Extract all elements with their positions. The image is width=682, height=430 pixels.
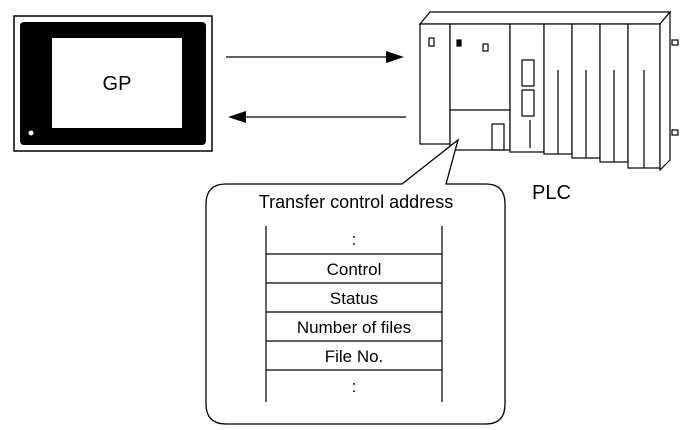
gp-indicator-led bbox=[28, 130, 34, 136]
plc-io-modules bbox=[509, 23, 661, 169]
plc-cpu-led bbox=[456, 39, 462, 47]
callout-title: Transfer control address bbox=[259, 192, 453, 212]
table-row-status: Status bbox=[330, 289, 378, 308]
table-row-file-no: File No. bbox=[325, 347, 384, 366]
plc-side bbox=[659, 10, 671, 172]
table-row-control: Control bbox=[327, 260, 382, 279]
gp-label: GP bbox=[103, 73, 132, 95]
plc-side-latch bbox=[671, 129, 679, 136]
gp-screen bbox=[52, 38, 182, 128]
plc-rack bbox=[418, 10, 679, 172]
table-row-ellipsis-top: : bbox=[352, 230, 357, 249]
plc-cpu-switch bbox=[482, 43, 489, 52]
plc-side-latch bbox=[671, 39, 679, 46]
plc-power-module bbox=[419, 23, 451, 145]
plc-label: PLC bbox=[532, 182, 571, 204]
callout-bubble bbox=[205, 138, 506, 425]
table-row-number-of-files: Number of files bbox=[297, 318, 411, 337]
plc-power-led bbox=[428, 37, 435, 47]
plc-cpu-port bbox=[491, 123, 505, 151]
arrow-plc-to-gp bbox=[228, 111, 406, 123]
gp-display: GP bbox=[13, 15, 213, 152]
arrow-gp-to-plc bbox=[226, 51, 404, 63]
plc-top bbox=[418, 11, 672, 25]
address-table bbox=[265, 226, 443, 402]
table-row-ellipsis-bottom: : bbox=[352, 377, 357, 396]
